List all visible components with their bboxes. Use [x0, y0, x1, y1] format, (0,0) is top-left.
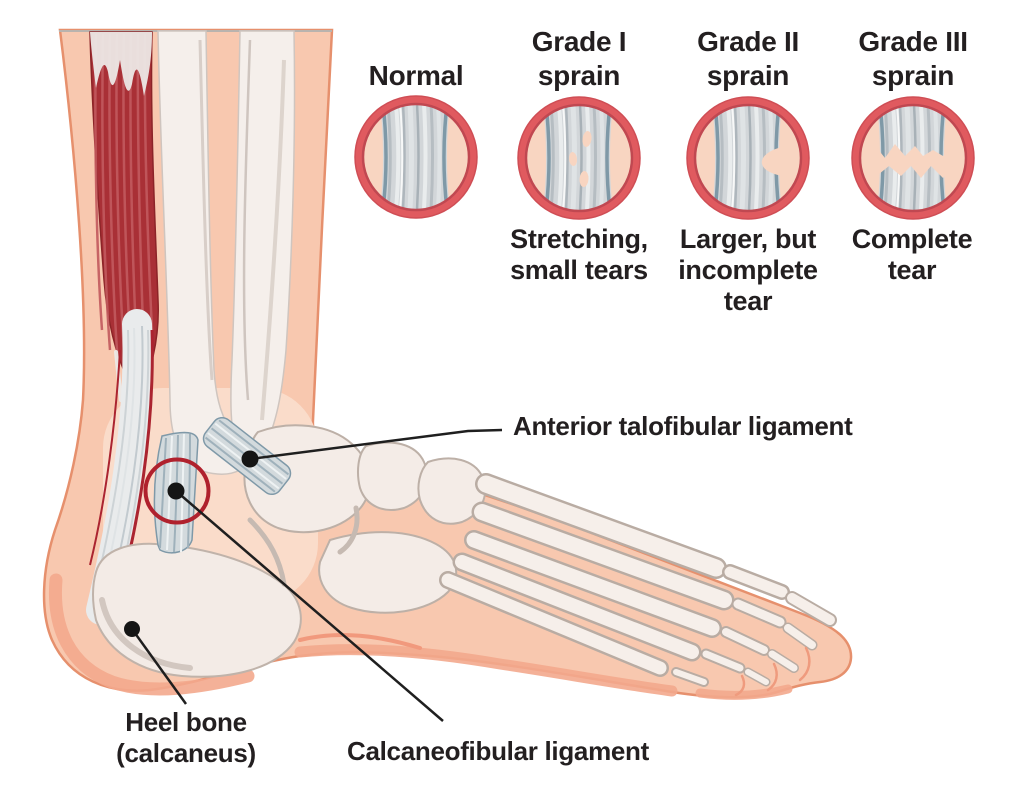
inset-label-grade3: Grade III sprain — [858, 26, 968, 91]
complete-tear — [860, 144, 966, 178]
navicular-bone — [357, 441, 429, 511]
toe-skin-creases — [734, 646, 811, 697]
toe-phalanx-bones — [671, 564, 837, 687]
inset-caption-grade1: Stretching, small tears — [510, 224, 648, 285]
atfl-dot — [241, 450, 259, 468]
annotation-calcaneofibular: Calcaneofibular ligament — [347, 736, 649, 766]
small-tears — [568, 131, 592, 187]
inset-normal — [354, 95, 478, 219]
partial-tear — [761, 146, 792, 177]
atfl-leader-line — [249, 428, 503, 461]
inset-grade2 — [686, 96, 810, 220]
cfl-dot — [167, 482, 185, 500]
annotation-heel-bone: Heel bone (calcaneus) — [116, 707, 256, 768]
heel-dot — [124, 621, 140, 637]
cuboid-bone — [318, 531, 457, 614]
inset-label-normal: Normal — [368, 60, 464, 91]
inset-caption-grade3: Complete tear — [851, 224, 973, 285]
inset-caption-grade2: Larger, but incomplete tear — [678, 224, 818, 316]
leader-dots — [124, 450, 259, 637]
annotation-anterior-talofibular: Anterior talofibular ligament — [513, 411, 853, 441]
inset-grade1 — [517, 96, 641, 220]
inset-grade3 — [851, 96, 975, 220]
inset-label-grade2: Grade II sprain — [697, 26, 799, 91]
heel-leader-line — [130, 628, 188, 705]
metatarsal-bones — [439, 473, 735, 677]
foot-bones — [92, 424, 837, 697]
inset-label-grade1: Grade I sprain — [531, 26, 627, 91]
fibula-bone — [230, 30, 296, 460]
injury-highlight-circle — [143, 457, 211, 525]
cfl-leader-line — [175, 490, 444, 722]
cuneiform-bone — [417, 457, 487, 525]
leader-lines — [130, 428, 503, 722]
sole-shadow — [48, 573, 793, 700]
